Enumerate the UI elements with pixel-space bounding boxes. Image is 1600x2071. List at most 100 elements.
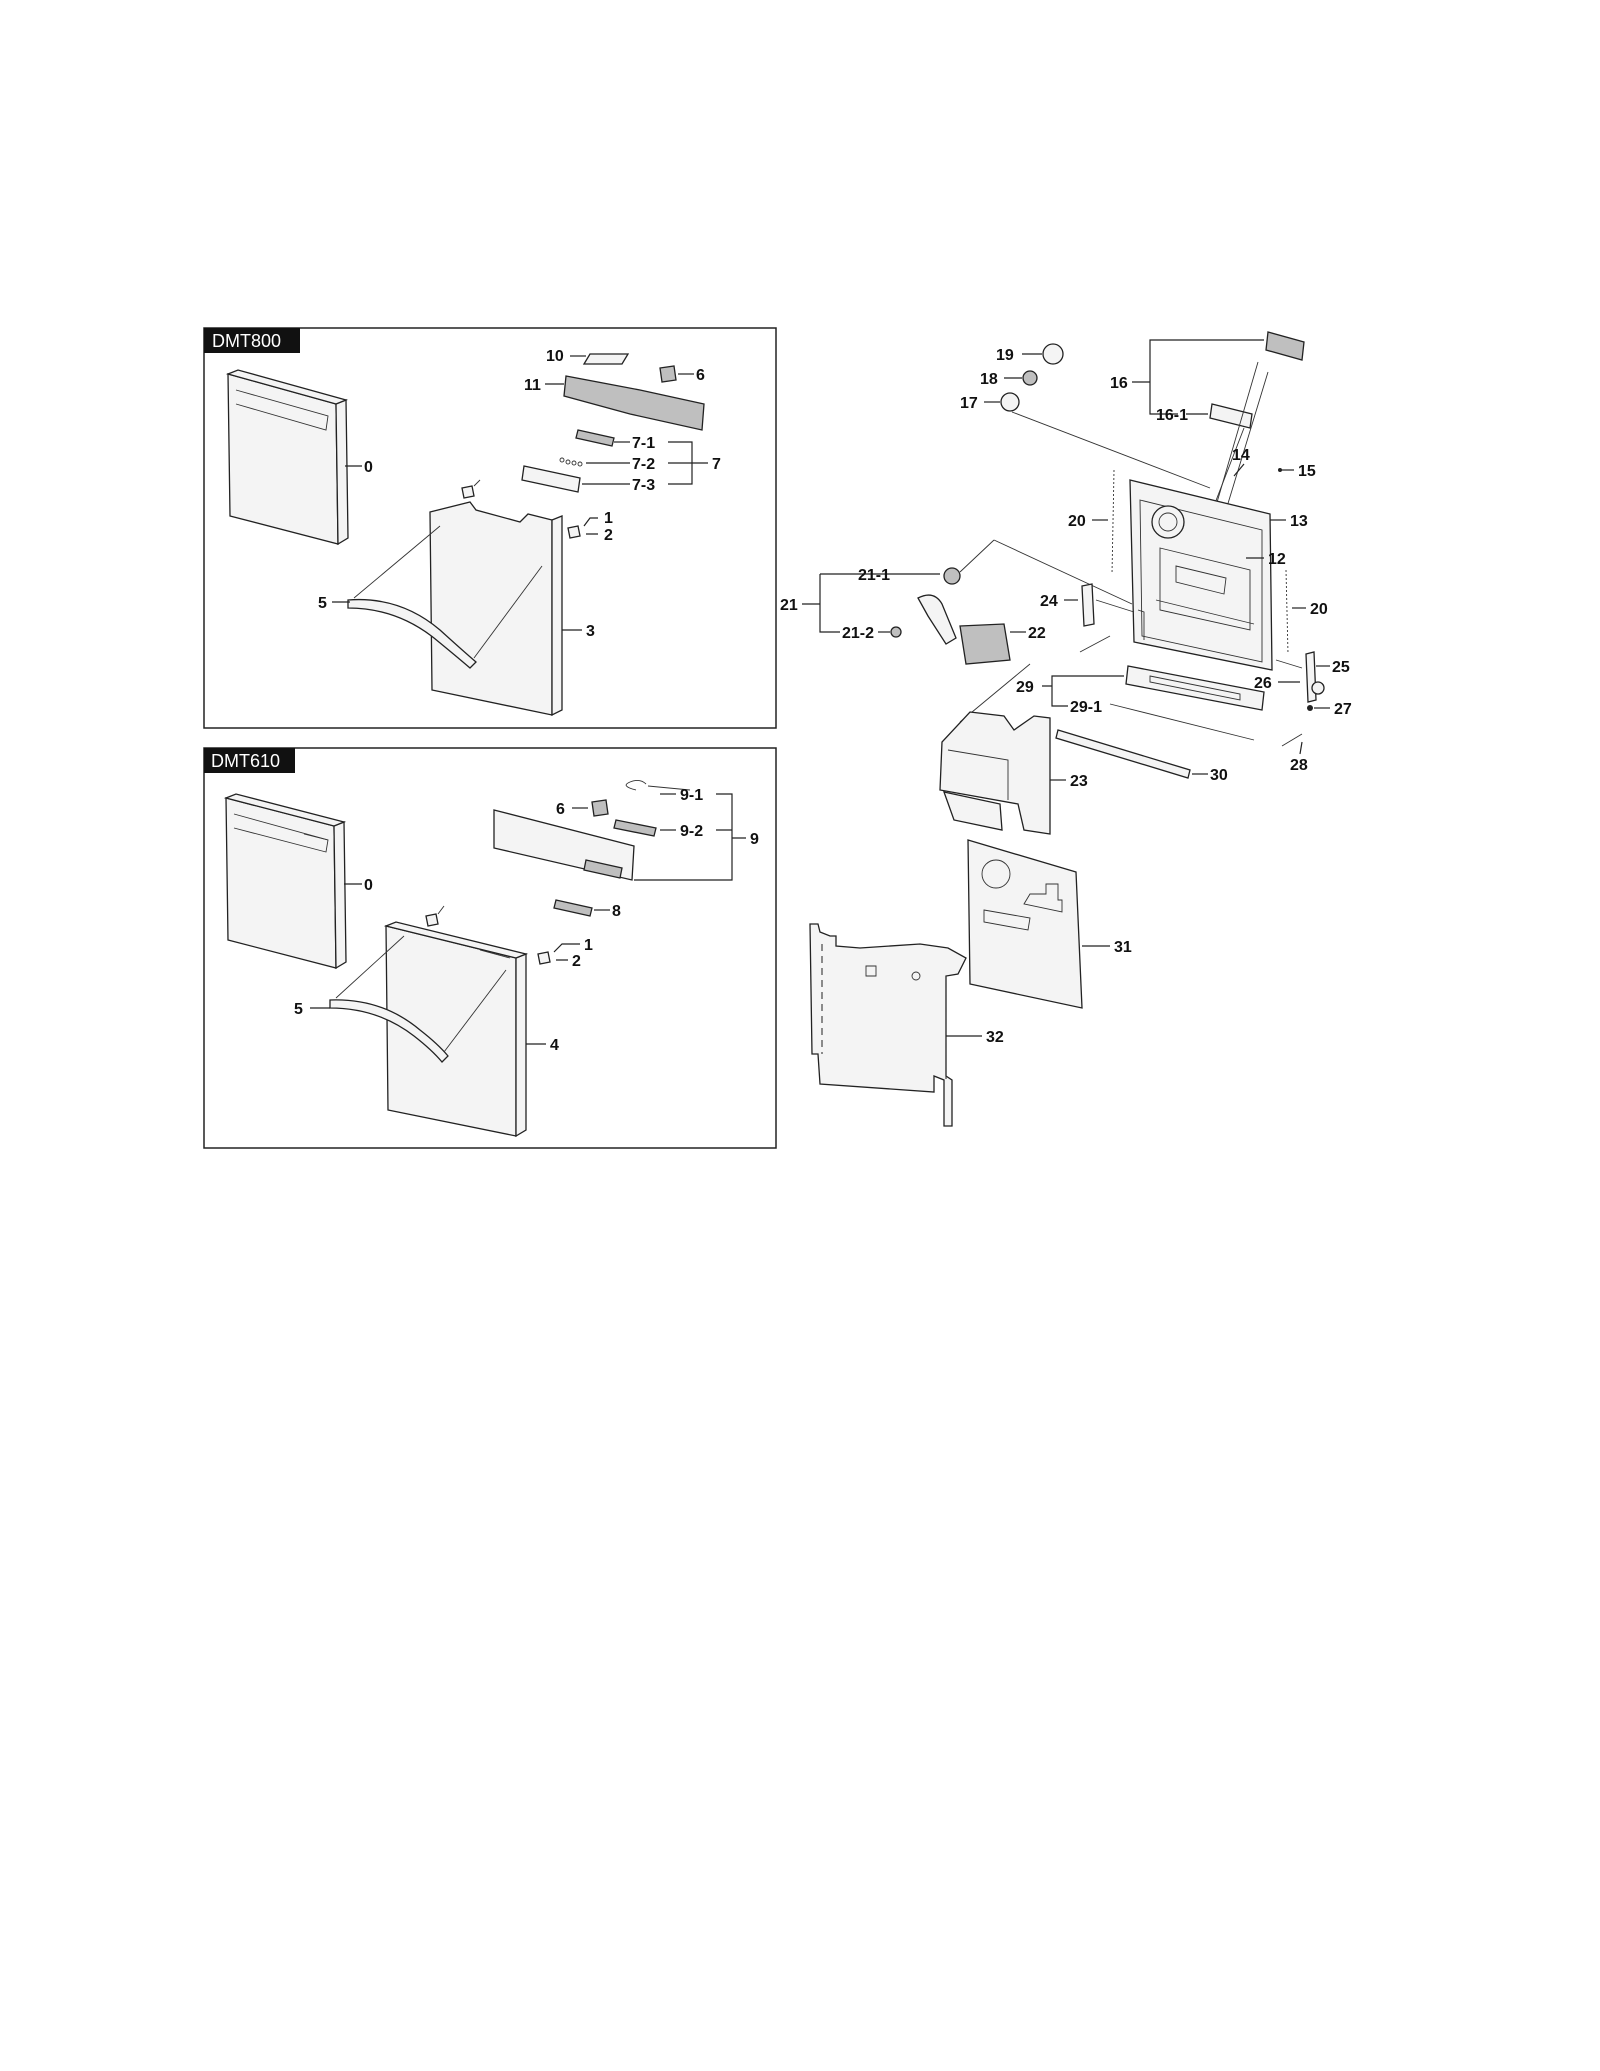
part-31-insulation xyxy=(967,839,1083,1009)
label-16: 16 xyxy=(1110,375,1128,392)
part-11 xyxy=(563,375,705,431)
label-2: 2 xyxy=(572,953,581,970)
part-8 xyxy=(553,899,593,917)
part-9-1-wire xyxy=(625,779,691,791)
label-29: 29 xyxy=(1016,679,1034,696)
part-26 xyxy=(1311,681,1325,695)
part-29 xyxy=(1125,665,1265,711)
part-2-clip-right xyxy=(537,951,551,965)
label-2: 2 xyxy=(604,527,613,544)
part-7-3 xyxy=(521,465,581,493)
label-18: 18 xyxy=(980,371,998,388)
part-1-clip-left xyxy=(425,913,439,927)
part-21-1 xyxy=(943,567,961,585)
label-6: 6 xyxy=(556,801,565,818)
part-25 xyxy=(1305,651,1317,703)
panel-tag-bg xyxy=(204,328,300,353)
part-3-door-panel xyxy=(429,501,563,717)
panel-tag: DMT800 xyxy=(212,331,281,351)
part-5-handle xyxy=(347,598,477,669)
label-17: 17 xyxy=(960,395,978,412)
door-assembled xyxy=(223,793,347,970)
part-30 xyxy=(1055,729,1191,779)
label-9-2: 9-2 xyxy=(680,823,703,840)
part-1-clip-left xyxy=(461,485,475,499)
part-17 xyxy=(1000,392,1020,412)
label-30: 30 xyxy=(1210,767,1228,784)
label-10: 10 xyxy=(546,348,564,365)
label-19: 19 xyxy=(996,347,1014,364)
label-24: 24 xyxy=(1040,593,1058,610)
label-32: 32 xyxy=(986,1029,1004,1046)
part-16 xyxy=(1265,331,1305,361)
part-12-inner-door xyxy=(1129,479,1273,671)
label-0: 0 xyxy=(364,877,373,894)
part-7-1 xyxy=(575,429,615,447)
label-5: 5 xyxy=(318,595,327,612)
label-27: 27 xyxy=(1334,701,1352,718)
label-1: 1 xyxy=(604,510,613,527)
label-31: 31 xyxy=(1114,939,1132,956)
part-18 xyxy=(1022,370,1038,386)
label-15: 15 xyxy=(1298,463,1316,480)
part-19 xyxy=(1042,343,1064,365)
label-5: 5 xyxy=(294,1001,303,1018)
part-20-right xyxy=(1285,569,1289,655)
part-16-1 xyxy=(1209,403,1253,429)
label-11: 11 xyxy=(524,377,541,394)
part-6 xyxy=(591,799,609,817)
part-27 xyxy=(1307,705,1313,711)
label-9: 9 xyxy=(750,831,759,848)
label-21: 21 xyxy=(780,597,798,614)
part-24 xyxy=(1081,583,1095,627)
label-14: 14 xyxy=(1232,447,1250,464)
label-3: 3 xyxy=(586,623,595,640)
label-28: 28 xyxy=(1290,757,1308,774)
label-25: 25 xyxy=(1332,659,1350,676)
label-26: 26 xyxy=(1254,675,1272,692)
panel-tag: DMT610 xyxy=(211,751,280,771)
label-12: 12 xyxy=(1268,551,1286,568)
label-29-1: 29-1 xyxy=(1070,699,1102,716)
label-7: 7 xyxy=(712,456,721,473)
panel-dmt610: DMT610 0 9-1 6 9-2 9 8 xyxy=(203,747,777,1149)
part-21 xyxy=(917,594,957,645)
part-28 xyxy=(1281,733,1303,747)
panel-dmt800: DMT800 0 10 6 11 7-1 7-2 7-3 7 xyxy=(203,327,777,729)
door-assembled xyxy=(225,369,349,546)
label-1: 1 xyxy=(584,937,593,954)
label-16-1: 16-1 xyxy=(1156,407,1188,424)
label-20-left: 20 xyxy=(1068,513,1086,530)
part-32-insulation xyxy=(809,923,967,1127)
label-20-right: 20 xyxy=(1310,601,1328,618)
part-21-2 xyxy=(890,626,902,638)
part-10 xyxy=(582,353,630,365)
exploded-door-view: 19 18 17 16 16-1 13 12 xyxy=(780,331,1352,1127)
label-13: 13 xyxy=(1290,513,1308,530)
part-4-door-panel xyxy=(383,921,529,1138)
label-8: 8 xyxy=(612,903,621,920)
label-7-3: 7-3 xyxy=(632,477,655,494)
part-9-2 xyxy=(613,819,657,837)
part-29-1 xyxy=(1109,703,1255,741)
part-23-duct xyxy=(939,711,1051,835)
panel-border xyxy=(203,327,777,729)
label-21-2: 21-2 xyxy=(842,625,874,642)
part-2-clip-right xyxy=(567,525,581,539)
part-22 xyxy=(959,623,1011,665)
label-6: 6 xyxy=(696,367,705,384)
label-21-1: 21-1 xyxy=(858,567,890,584)
label-0: 0 xyxy=(364,459,373,476)
part-6 xyxy=(659,365,677,383)
label-23: 23 xyxy=(1070,773,1088,790)
panel-tag-bg xyxy=(204,748,295,773)
part-20-left xyxy=(1111,469,1115,575)
label-22: 22 xyxy=(1028,625,1046,642)
panel-border xyxy=(203,747,777,1149)
label-9-1: 9-1 xyxy=(680,787,703,804)
label-7-2: 7-2 xyxy=(632,456,655,473)
label-4: 4 xyxy=(550,1037,559,1054)
label-7-1: 7-1 xyxy=(632,435,655,452)
part-5-handle xyxy=(329,999,449,1063)
